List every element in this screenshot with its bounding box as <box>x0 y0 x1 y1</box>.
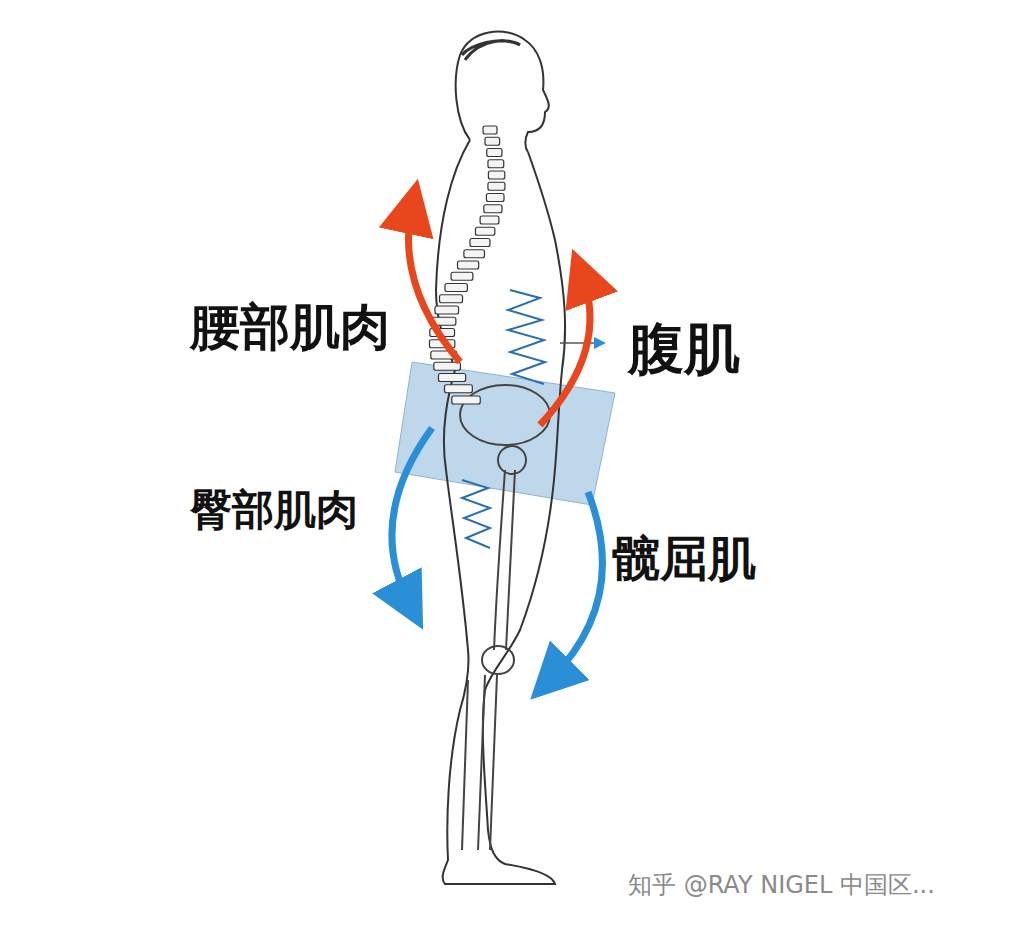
curved-arrow <box>540 275 590 425</box>
muscle-label: 腰部肌肉 <box>190 300 390 355</box>
vertebra <box>488 160 504 168</box>
vertebra <box>451 272 473 280</box>
watermark: 知乎 @RAY NIGEL 中国区... <box>628 872 935 898</box>
vertebra <box>464 250 485 258</box>
vertebra <box>440 295 463 303</box>
muscle-label: 髋屈肌 <box>612 532 756 585</box>
skeleton <box>460 385 550 850</box>
vertebra <box>488 171 504 179</box>
vertebra <box>445 284 467 292</box>
curved-arrow <box>408 206 460 362</box>
muscle-label: 臀部肌肉 <box>190 487 358 533</box>
vertebra <box>488 182 505 190</box>
vertebra <box>485 137 500 145</box>
vertebra <box>434 362 461 370</box>
body-outline <box>436 32 565 884</box>
vertebra <box>438 374 465 382</box>
vertebra <box>452 396 480 404</box>
vertebra <box>484 205 502 213</box>
vertebra <box>470 239 490 247</box>
muscle-label: 腹肌 <box>628 318 740 380</box>
pointer <box>560 342 600 344</box>
vertebra <box>486 194 504 202</box>
curved-arrow <box>550 492 602 680</box>
vertebra <box>457 261 478 269</box>
vertebra <box>475 227 494 235</box>
vertebra <box>487 149 502 157</box>
abdominal-muscle <box>508 290 545 384</box>
vertebra <box>445 385 473 393</box>
vertebra <box>483 126 497 134</box>
curved-arrow <box>392 428 432 605</box>
vertebra <box>480 216 499 224</box>
spine <box>429 126 504 404</box>
vertebra <box>435 306 459 314</box>
gluteal-muscle <box>462 480 490 548</box>
